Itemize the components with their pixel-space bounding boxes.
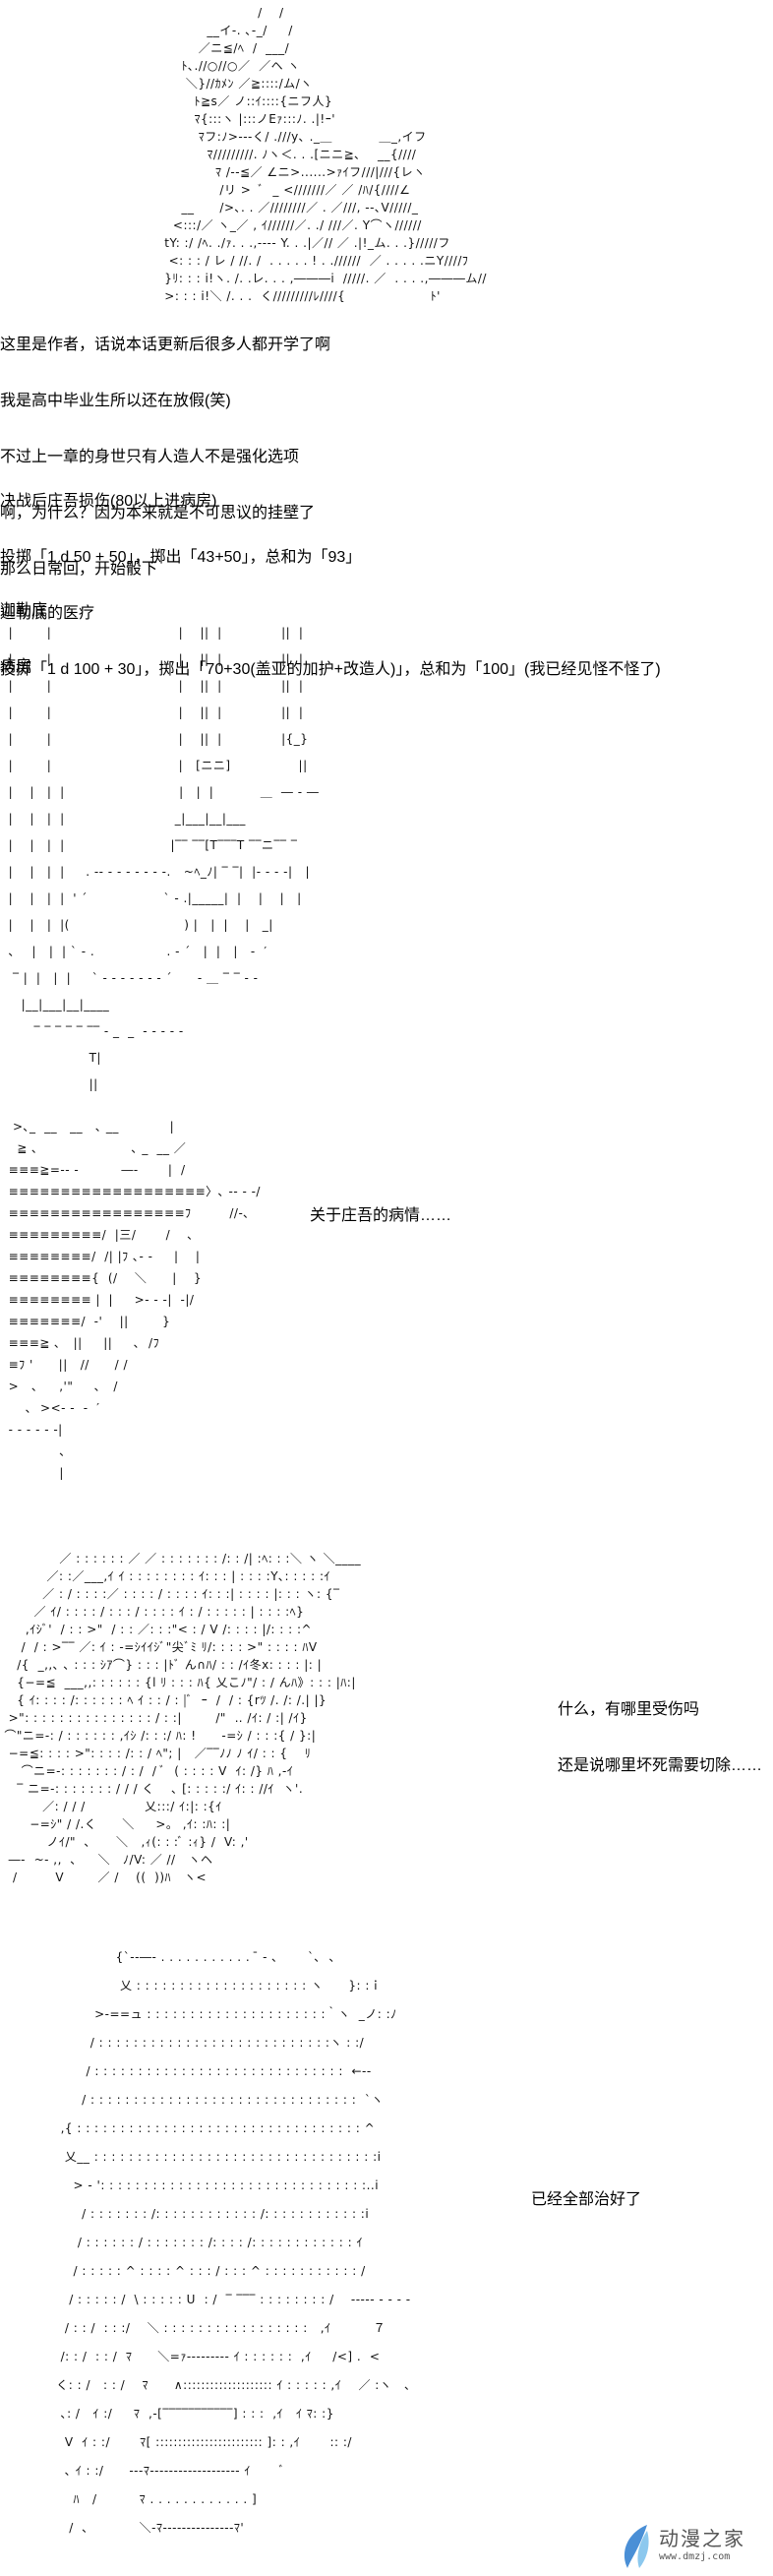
note-line: 我是高中毕业生所以还在放假(笑)	[0, 393, 231, 409]
watermark-logo: 动漫之家 www.dmzj.com	[618, 2521, 771, 2572]
ascii-art-face-closeup: >､_ __ __ ､ __ | ≧ ､ ､ _ __ ／ ≡≡≡≧=‐‐ ‐ …	[8, 1120, 261, 1480]
dialogue-line-2: 什么，有哪里受伤吗 还是说哪里坏死需要切除……	[558, 1663, 762, 1794]
note-line: 这里是作者，话说本话更新后很多人都开学了啊	[0, 337, 331, 353]
dice-results: 决战后庄吾损伤(80以上进病房) 投掷「1 d 50 + 50」，掷出「43+5…	[0, 455, 661, 698]
note-line: 那么日常回，开始骰下	[0, 561, 158, 578]
note-line: 不过上一章的身世只有人造人不是强化选项	[0, 449, 300, 465]
wing-icon	[624, 2525, 649, 2568]
ascii-art-doctor: {`‐‐―‐ . . . . . . . . . . . ̄ ‐ ､ `､ ､ …	[56, 1950, 411, 2535]
dice-line: 决战后庄吾损伤(80以上进病房)	[0, 493, 217, 510]
dialogue-line-3: 已经全部治好了	[531, 2191, 642, 2208]
ascii-art-intro: / / __イ‐. ､-_/ / ／ニ≦/ﾍ / ___/ ﾄ､.//○//○／…	[164, 6, 487, 303]
watermark-url: www.dmzj.com	[659, 2551, 731, 2562]
dialogue-text: 什么，有哪里受伤吗	[558, 1701, 700, 1718]
location-caption: 迦勒底 病房	[0, 564, 47, 695]
dice-line: 投掷「1 d 100 + 30」，掷出「70+30(盖亚的加护+改造人)」，总和…	[0, 661, 661, 678]
author-notes: 这里是作者，话说本话更新后很多人都开学了啊 我是高中毕业生所以还在放假(笑) 不…	[0, 298, 330, 597]
dice-line: 迦勒底的医疗	[0, 605, 95, 622]
ascii-art-hospital-room: | | | || | || | | | | || | || | | | | ||…	[8, 626, 320, 1091]
ascii-art-shouting: ／ : : : : : : ／ ／ : : : : : : : /: : /| …	[4, 1552, 362, 1884]
location-line: 病房	[0, 658, 32, 675]
location-line: 迦勒底	[0, 602, 48, 619]
dialogue-line-1: 关于庄吾的病情……	[310, 1207, 452, 1224]
dice-line: 投掷「1 d 50 + 50」，掷出「43+50」，总和为「93」	[0, 549, 362, 566]
note-line: 啊，为什么？因为本来就是不可思议的挂壁了	[0, 505, 316, 521]
dialogue-text: 还是说哪里坏死需要切除……	[558, 1757, 763, 1774]
watermark-name: 动漫之家	[659, 2529, 745, 2550]
